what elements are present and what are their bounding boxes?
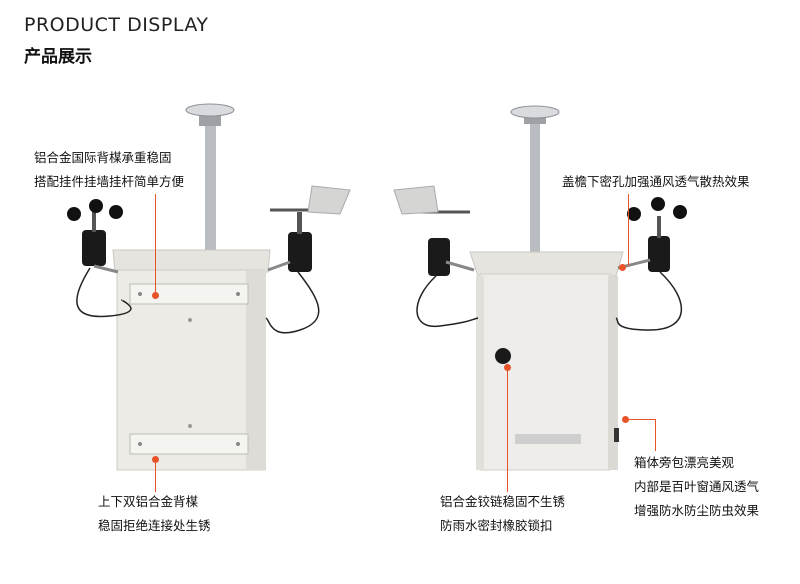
callout-side-louvers-line1: 箱体旁包漂亮美观: [634, 455, 735, 470]
callout-hinge-marker: [504, 364, 511, 371]
callout-eaves-line1: 盖檐下密孔加强通风透气散热效果: [562, 174, 750, 189]
callout-mount-leader: [155, 194, 157, 294]
callout-hinge-leader: [507, 370, 509, 492]
callout-hinge-line2: 防雨水密封橡胶锁扣: [440, 518, 553, 533]
right-unit-front-view: [393, 105, 687, 471]
callout-hinge: 铝合金铰链稳固不生锈 防雨水密封橡胶锁扣: [440, 490, 565, 538]
callout-eaves: 盖檐下密孔加强通风透气散热效果: [562, 170, 750, 194]
callout-back-rails-marker: [152, 456, 159, 463]
callout-side-louvers-leader-h: [628, 419, 656, 421]
callout-back-rails-line2: 稳固拒绝连接处生锈: [98, 518, 211, 533]
callout-mount-line1: 铝合金国际背楳承重稳固: [34, 150, 172, 165]
callout-mount-marker: [152, 292, 159, 299]
callout-back-rails-line1: 上下双铝合金背楳: [98, 494, 199, 509]
callout-side-louvers-line3: 增强防水防尘防虫效果: [634, 503, 760, 518]
callout-eaves-leader: [628, 194, 630, 266]
left-unit-back-view: [67, 103, 351, 471]
callout-mount: 铝合金国际背楳承重稳固 搭配挂件挂墙挂杆简单方便: [34, 146, 184, 194]
callout-mount-line2: 搭配挂件挂墙挂杆简单方便: [34, 174, 185, 189]
callout-side-louvers-marker: [622, 416, 629, 423]
callout-side-louvers-leader-v: [655, 419, 657, 451]
callout-side-louvers: 箱体旁包漂亮美观 内部是百叶窗通风透气 增强防水防尘防虫效果: [634, 451, 759, 523]
callout-back-rails: 上下双铝合金背楳 稳固拒绝连接处生锈: [98, 490, 211, 538]
callout-back-rails-leader: [155, 462, 157, 492]
heading-english: PRODUCT DISPLAY: [24, 14, 209, 36]
heading-chinese: 产品展示: [24, 47, 92, 67]
callout-side-louvers-line2: 内部是百叶窗通风透气: [634, 479, 760, 494]
callout-hinge-line1: 铝合金铰链稳固不生锈: [440, 494, 566, 509]
callout-eaves-marker: [619, 264, 626, 271]
